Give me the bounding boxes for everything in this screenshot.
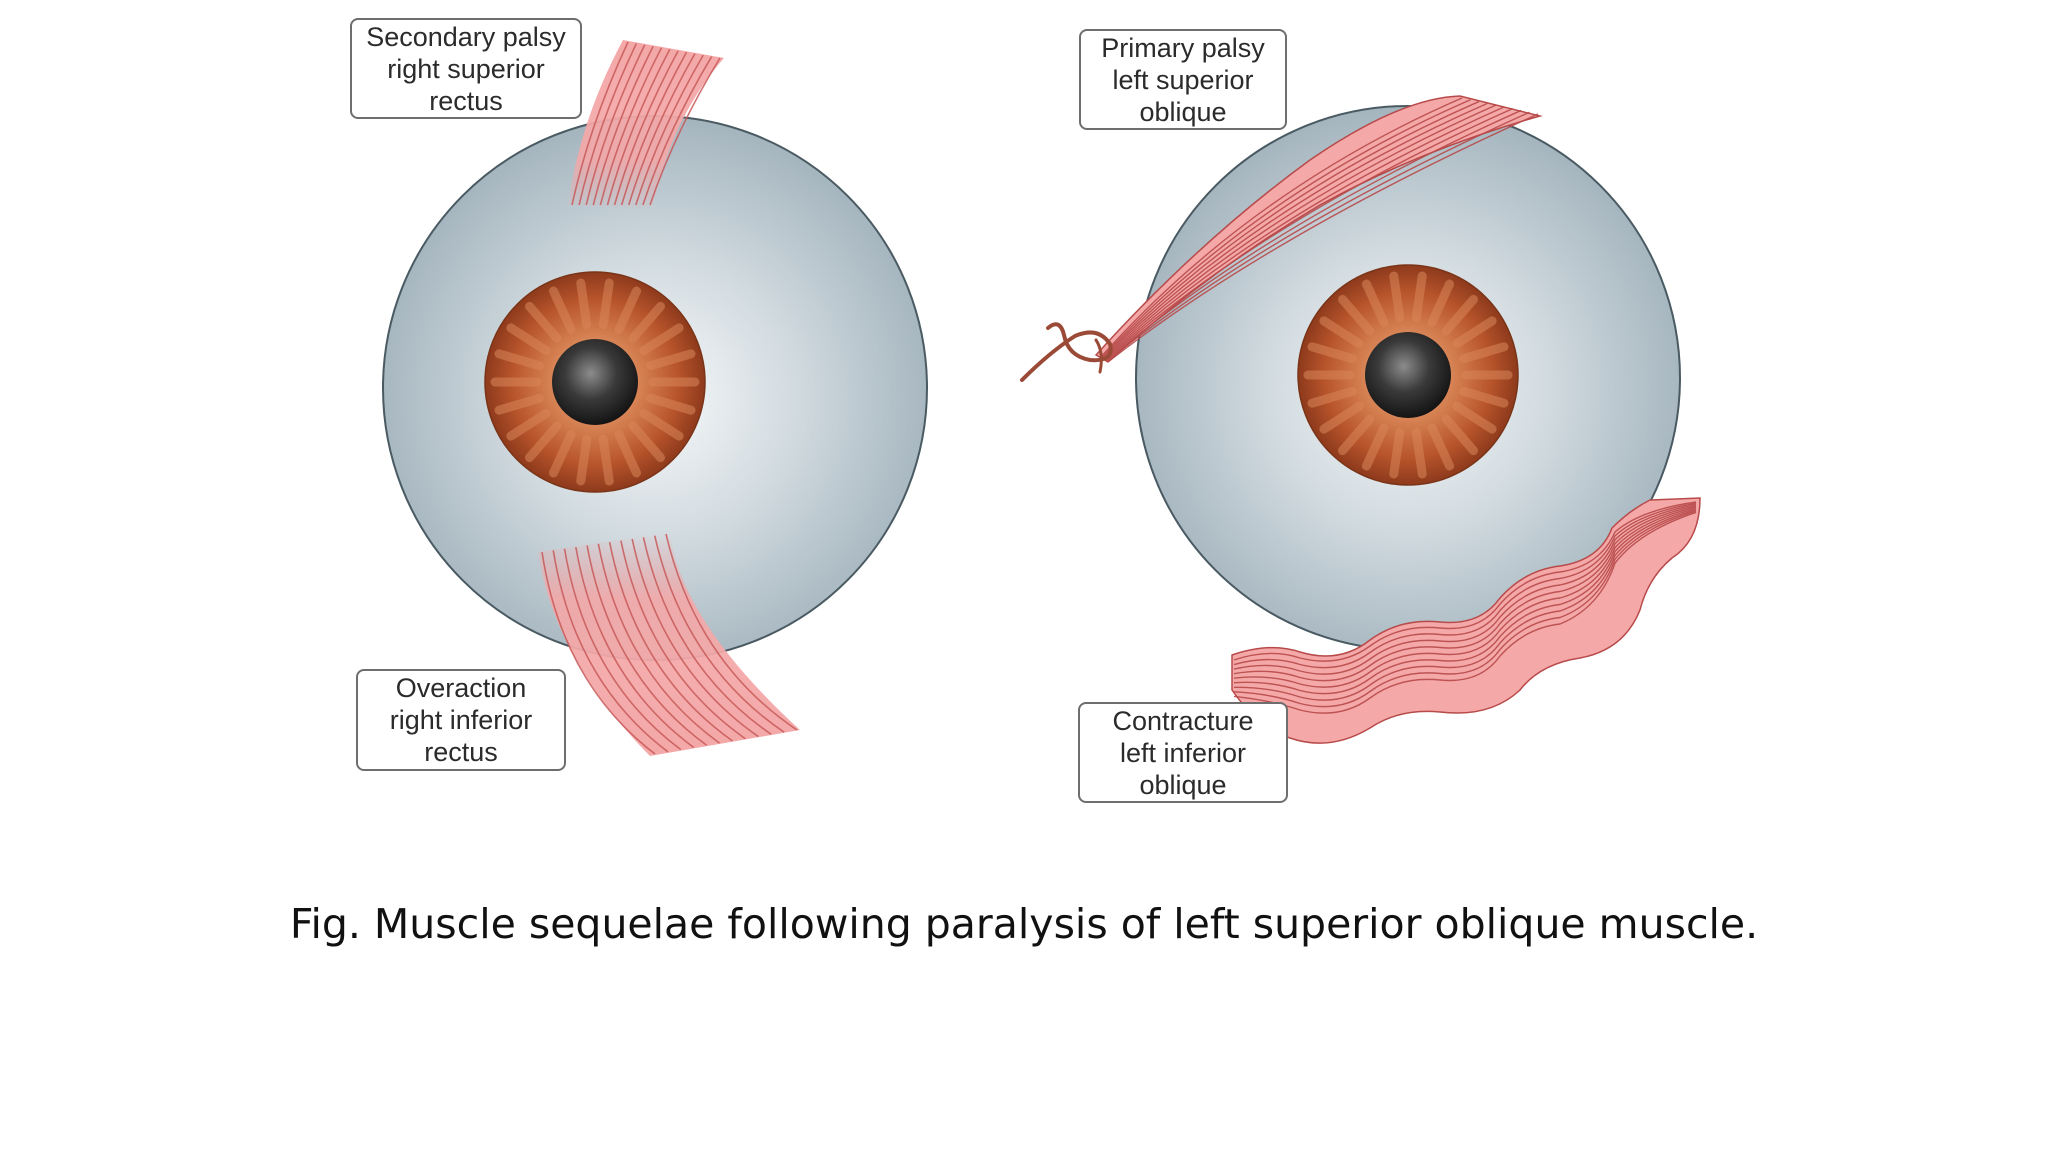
right-inferior-rectus-muscle (538, 532, 800, 756)
label-line: rectus (429, 85, 503, 116)
left-eye-pupil (1365, 332, 1451, 418)
label-line: Secondary palsy (366, 21, 566, 52)
label-line: oblique (1139, 769, 1227, 800)
trochlea-tendon (1020, 322, 1113, 382)
figure-caption: Fig. Muscle sequelae following paralysis… (289, 900, 1759, 948)
left-eye (1020, 95, 1701, 744)
left-inferior-oblique-muscle (1231, 497, 1701, 744)
label-line: Contracture (1112, 705, 1254, 736)
label-contracture: Contracture left inferior oblique (1078, 702, 1288, 803)
label-line: left inferior (1119, 737, 1247, 768)
right-superior-rectus-muscle (568, 40, 724, 210)
label-line: Overaction (395, 673, 527, 703)
label-line: Primary palsy (1101, 32, 1265, 63)
left-eye-iris-pattern (1303, 271, 1513, 479)
right-eye-iris-pattern (490, 278, 700, 486)
left-superior-oblique-muscle (1020, 95, 1543, 382)
label-primary-palsy: Primary palsy left superior oblique (1079, 29, 1287, 130)
right-eye (382, 40, 928, 756)
label-line: left superior (1112, 64, 1254, 95)
label-line: oblique (1139, 96, 1227, 127)
label-overaction: Overaction right inferior rectus (356, 669, 566, 771)
label-secondary-palsy: Secondary palsy right superior rectus (350, 18, 582, 119)
right-eye-pupil (552, 339, 638, 425)
label-line: right superior (387, 53, 545, 84)
label-line: right inferior (389, 705, 533, 735)
label-line: rectus (424, 737, 498, 767)
